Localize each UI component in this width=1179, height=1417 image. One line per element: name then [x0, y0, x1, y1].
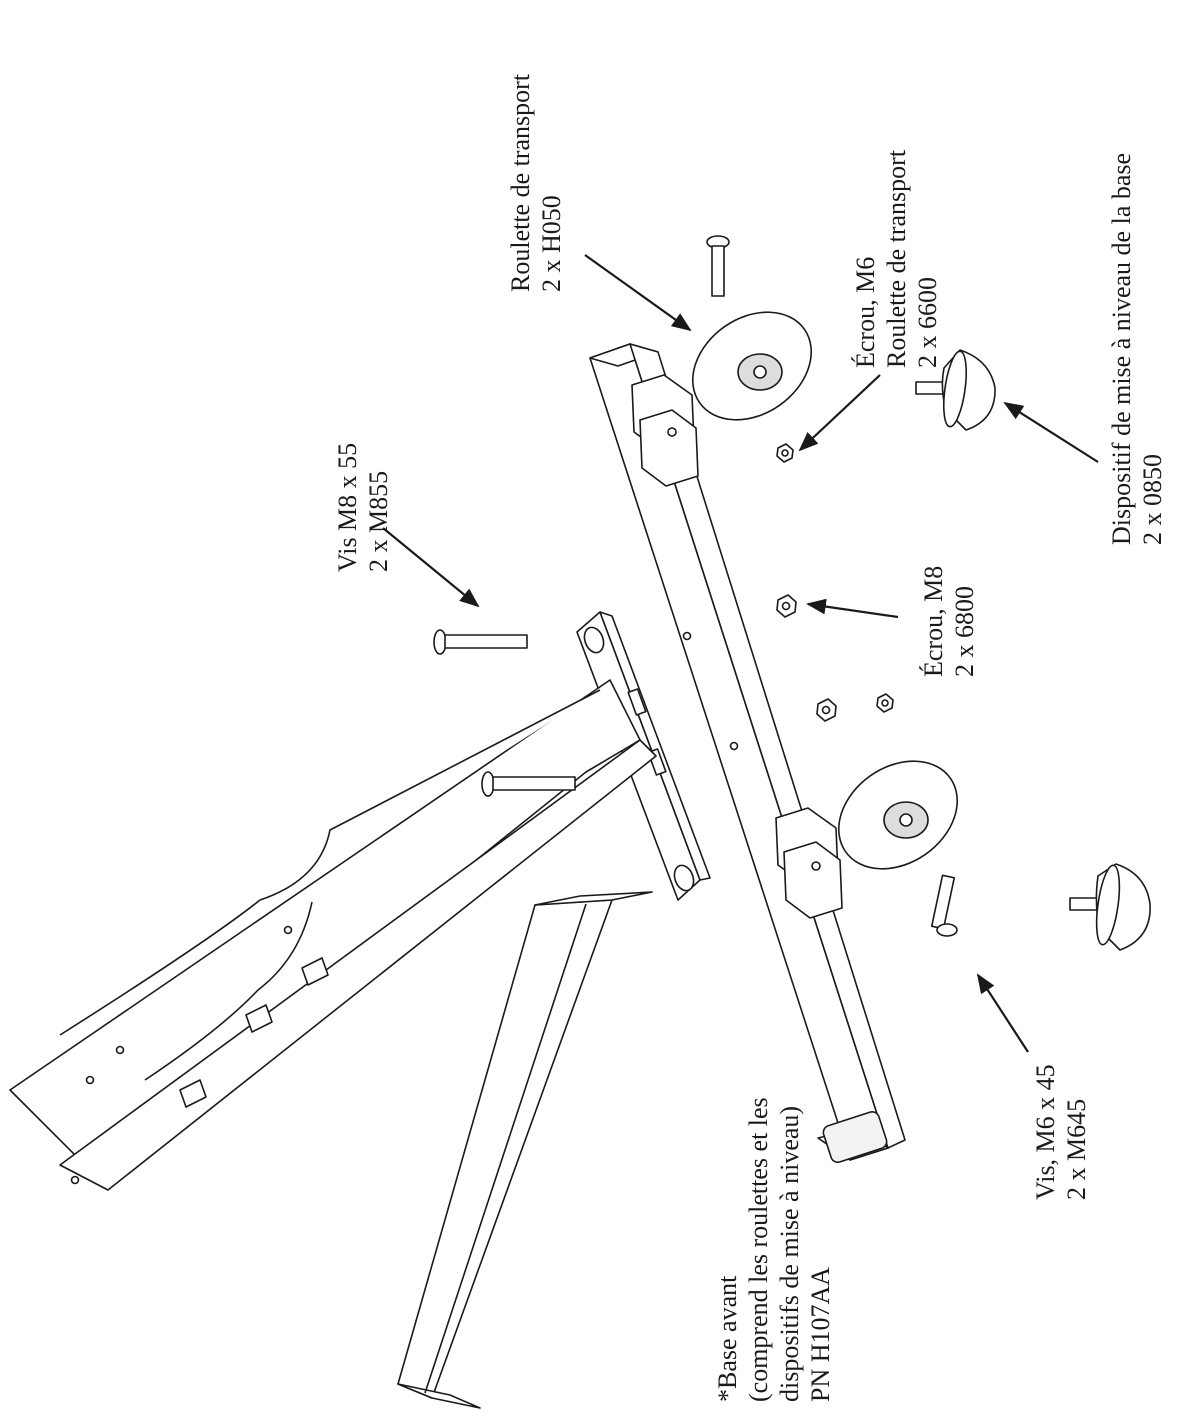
- upper-wheel-bracket: [631, 374, 699, 487]
- lower-wheel-bracket: [775, 807, 843, 919]
- arrow-vis-m8: [382, 527, 480, 608]
- label-base-avant: *Base avant (comprend les roulettes et l…: [713, 1097, 835, 1402]
- label-roulette-top: Roulette de transport 2 x H050: [506, 73, 566, 292]
- label-vis-m6: Vis, M6 x 45 2 x M645: [1031, 1064, 1091, 1200]
- upper-axle-bolt: [706, 235, 730, 297]
- arrow-vis-m6: [976, 973, 1029, 1053]
- upright-legs: [9, 679, 657, 1191]
- m8-bolt-lower: [481, 771, 576, 797]
- label-vis-m8: Vis M8 x 55 2 x M855: [333, 442, 393, 572]
- m6-nut-lower: [876, 693, 894, 713]
- lower-leg-tube: [397, 891, 653, 1409]
- m8-bolt-upper: [433, 629, 528, 655]
- lower-axle-bolt: [930, 874, 958, 937]
- m8-nut-lower: [816, 698, 837, 722]
- leveler-foot-upper: [915, 349, 996, 431]
- m6-nut-upper: [776, 443, 794, 463]
- arrow-ecrou-m6: [798, 374, 881, 452]
- arrow-niveau: [1003, 401, 1099, 463]
- lower-transport-wheel: [837, 760, 959, 870]
- arrow-roulette-top: [584, 254, 692, 332]
- arrow-ecrou-m8: [806, 598, 899, 619]
- upper-transport-wheel: [691, 311, 813, 421]
- label-ecrou-m6: Écrou, M6 Roulette de transport 2 x 6600: [851, 149, 942, 368]
- m8-nut-middle: [776, 594, 797, 618]
- label-ecrou-m8: Écrou, M8 2 x 6800: [919, 565, 979, 677]
- label-niveau: Dispositif de mise à niveau de la base 2…: [1107, 152, 1167, 545]
- leveler-foot-lower: [1069, 863, 1151, 951]
